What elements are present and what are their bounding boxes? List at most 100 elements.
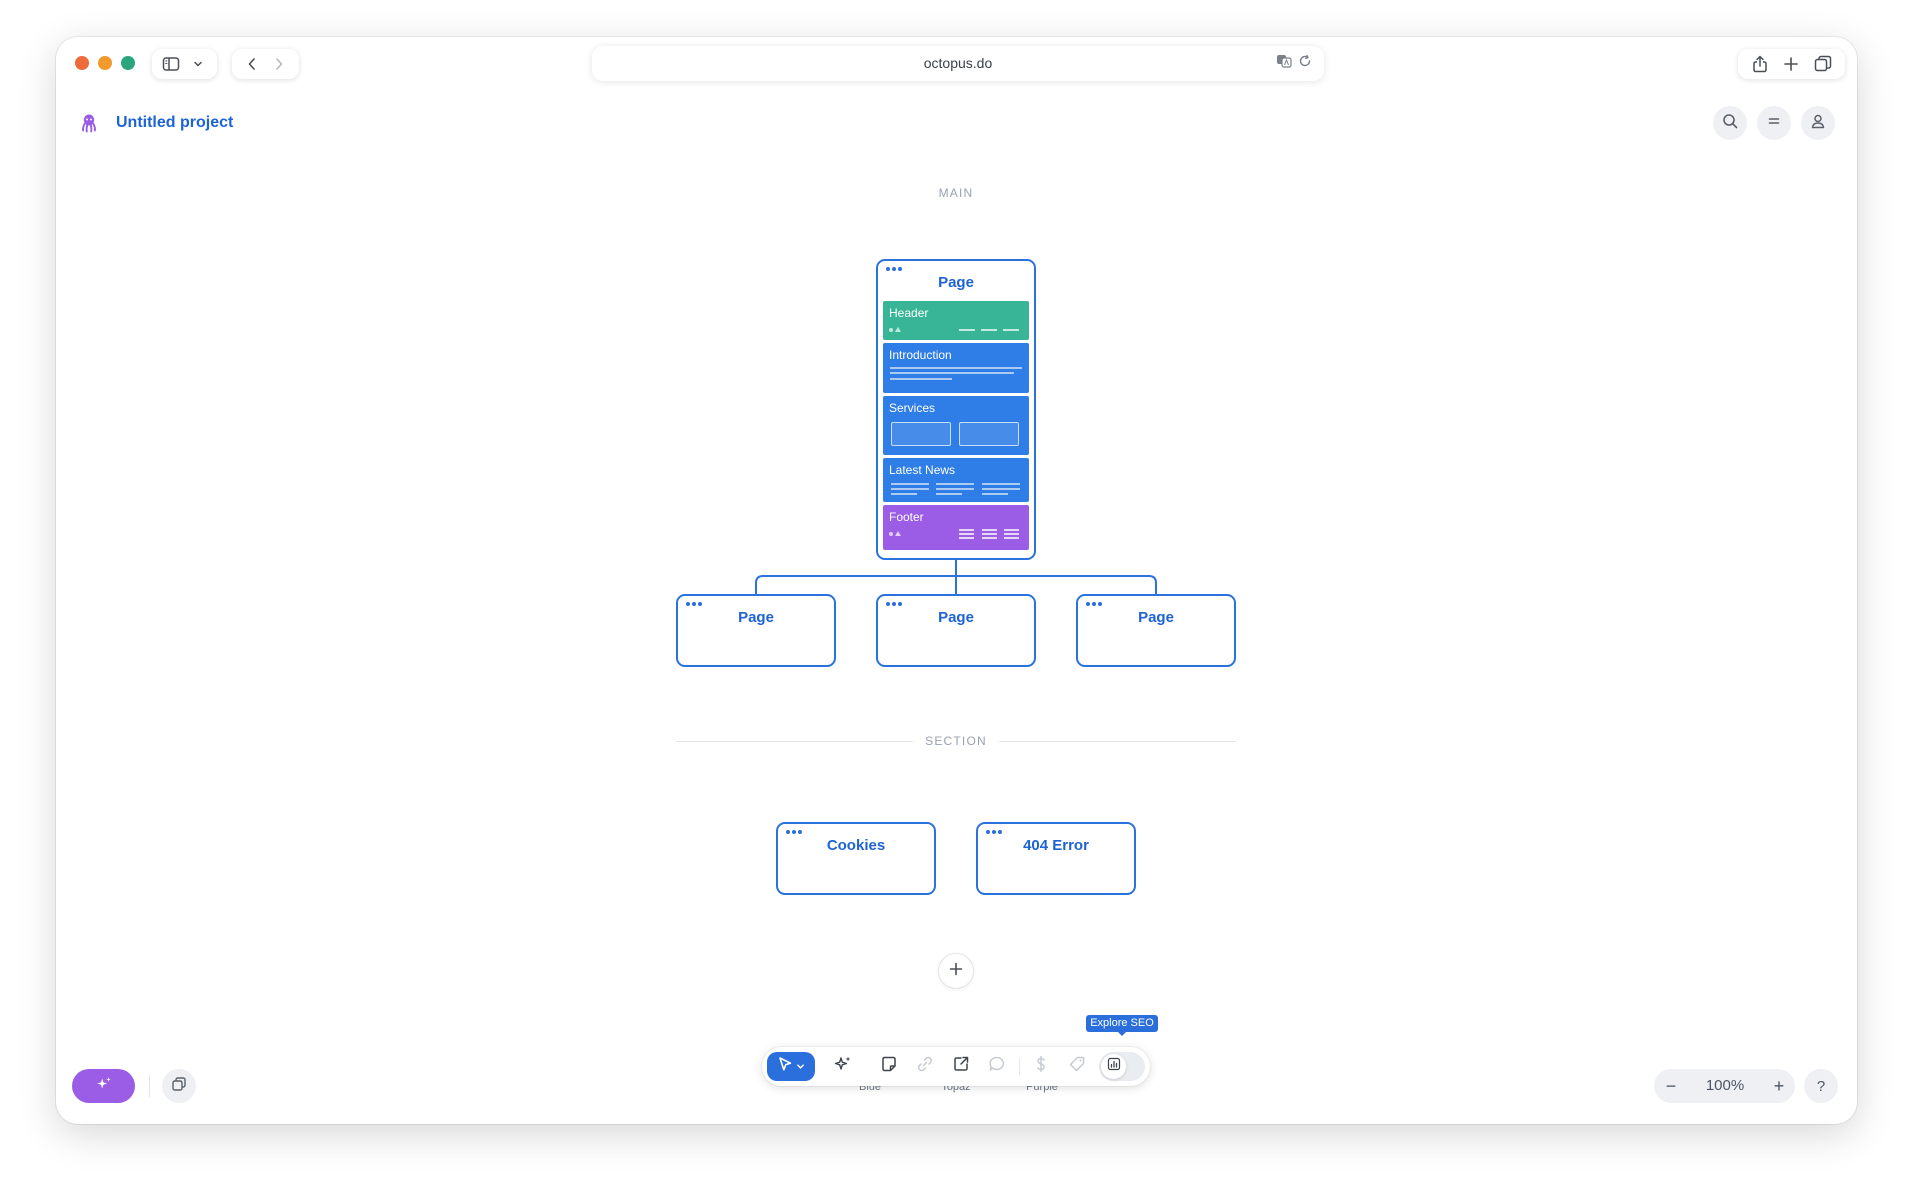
footer-links-placeholder-icon [1004, 529, 1019, 540]
divider-line [676, 740, 914, 742]
page-title: 404 Error [1023, 837, 1089, 854]
page-title: Cookies [826, 837, 886, 854]
logo-placeholder-icon [889, 531, 901, 536]
comment-tool-button[interactable] [982, 1052, 1012, 1081]
link-tool-button[interactable] [910, 1052, 940, 1081]
external-edit-icon [952, 1055, 970, 1078]
menu-icon [1766, 113, 1782, 134]
sidebar-toggle-group [152, 49, 217, 79]
block-footer[interactable]: Footer [883, 505, 1029, 550]
section-page-card-cookies[interactable]: Cookies [776, 822, 936, 895]
section-page-card-404[interactable]: 404 Error [976, 822, 1136, 895]
card-menu-dots-icon[interactable] [884, 600, 904, 608]
section-zone-label: SECTION [925, 734, 987, 748]
card-menu-dots-icon[interactable] [884, 265, 904, 273]
zoom-out-button[interactable]: − [1665, 1076, 1677, 1096]
share-icon[interactable] [1751, 52, 1769, 76]
text-placeholder-line [890, 367, 1022, 369]
link-icon [916, 1055, 934, 1078]
bottom-toolbar [762, 1047, 1150, 1086]
plus-icon [949, 962, 963, 981]
page-title: Page [738, 609, 774, 626]
card-placeholder [959, 422, 1019, 446]
card-menu-dots-icon[interactable] [1084, 600, 1104, 608]
nav-placeholder-line [981, 329, 997, 331]
sparkles-icon [833, 1054, 853, 1079]
chevron-right-icon[interactable] [270, 52, 288, 76]
account-button[interactable] [1801, 106, 1835, 140]
root-page-card[interactable]: Page Header Introduction Services Latest… [876, 259, 1036, 560]
block-label: Header [889, 306, 929, 320]
toolbar-divider [1019, 1058, 1020, 1075]
address-bar[interactable]: octopus.do [592, 46, 1324, 81]
browser-actions-group [1738, 49, 1845, 79]
child-page-card[interactable]: Page [676, 594, 836, 667]
nav-placeholder-line [959, 329, 975, 331]
section-divider: SECTION [676, 734, 1236, 748]
block-label: Latest News [889, 463, 956, 477]
close-window-button[interactable] [75, 56, 89, 70]
help-button[interactable]: ? [1804, 1069, 1838, 1103]
search-button[interactable] [1713, 106, 1747, 140]
reload-icon[interactable] [1298, 54, 1312, 73]
child-page-card[interactable]: Page [876, 594, 1036, 667]
zoom-in-button[interactable]: + [1773, 1076, 1785, 1096]
ai-assist-tool-button[interactable] [828, 1052, 858, 1081]
octopus-icon[interactable] [80, 113, 98, 133]
dollar-icon [1032, 1055, 1050, 1078]
footer-links-placeholder-icon [982, 529, 997, 540]
pointer-icon [777, 1056, 793, 1077]
card-menu-dots-icon[interactable] [684, 600, 704, 608]
child-page-card[interactable]: Page [1076, 594, 1236, 667]
tabs-icon[interactable] [1814, 52, 1832, 76]
news-placeholder-column [936, 483, 974, 497]
duplicate-button[interactable] [162, 1069, 196, 1103]
page-title: Page [938, 274, 974, 291]
comment-icon [988, 1055, 1006, 1078]
pointer-tool-button[interactable] [767, 1052, 815, 1081]
ai-generate-button[interactable] [72, 1069, 135, 1103]
card-placeholder [891, 422, 951, 446]
chevron-down-icon[interactable] [189, 52, 207, 76]
address-bar-actions [1276, 46, 1312, 81]
logo-placeholder-icon [889, 327, 901, 332]
edit-external-tool-button[interactable] [946, 1052, 976, 1081]
sparkles-icon [95, 1075, 113, 1098]
url-text[interactable]: octopus.do [923, 55, 993, 71]
tag-icon [1068, 1055, 1086, 1078]
news-placeholder-column [982, 483, 1020, 497]
explore-seo-tooltip: Explore SEO [1086, 1015, 1158, 1036]
sticky-note-icon [880, 1055, 898, 1078]
translate-icon[interactable] [1276, 54, 1292, 73]
seo-toggle-knob [1101, 1054, 1126, 1079]
explore-seo-toggle[interactable] [1099, 1052, 1145, 1081]
block-latest-news[interactable]: Latest News [883, 458, 1029, 502]
block-introduction[interactable]: Introduction [883, 343, 1029, 393]
tag-tool-button[interactable] [1062, 1052, 1092, 1081]
project-title[interactable]: Untitled project [116, 114, 234, 131]
pricing-tool-button[interactable] [1026, 1052, 1056, 1081]
text-placeholder-line [890, 372, 1014, 374]
sidebar-icon[interactable] [162, 52, 180, 76]
history-nav-group [232, 49, 299, 79]
menu-button[interactable] [1757, 106, 1791, 140]
add-page-button[interactable] [938, 953, 974, 989]
minimize-window-button[interactable] [98, 56, 112, 70]
chevron-left-icon[interactable] [243, 52, 261, 76]
news-placeholder-column [891, 483, 929, 497]
bottom-left-separator [149, 1075, 150, 1097]
new-tab-plus-icon[interactable] [1782, 52, 1800, 76]
copy-icon [171, 1076, 187, 1097]
block-label: Footer [889, 510, 924, 524]
divider-line [998, 740, 1236, 742]
card-menu-dots-icon[interactable] [784, 828, 804, 836]
maximize-window-button[interactable] [121, 56, 135, 70]
zoom-level[interactable]: 100% [1705, 1077, 1745, 1094]
card-menu-dots-icon[interactable] [984, 828, 1004, 836]
seo-chart-icon [1107, 1057, 1121, 1076]
block-services[interactable]: Services [883, 396, 1029, 455]
text-placeholder-line [890, 378, 952, 380]
block-label: Services [889, 401, 936, 415]
block-header[interactable]: Header [883, 301, 1029, 340]
sticky-note-tool-button[interactable] [874, 1052, 904, 1081]
